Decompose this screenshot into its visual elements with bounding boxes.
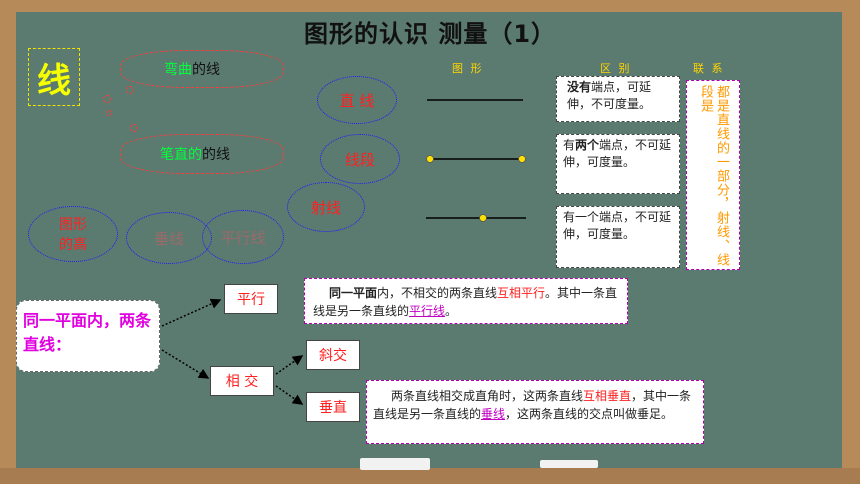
cloud-curved (120, 50, 284, 88)
arrow-to-oblique (275, 355, 304, 375)
parallel-def-b: 内，不相交的两条直线 (377, 286, 498, 300)
parallel-def-a: 同一平面 (329, 286, 378, 300)
ellipse-ray-label: 射线 (310, 198, 341, 217)
perp-def-d: 垂线 (481, 407, 506, 421)
ellipse-line-label: 直 线 (339, 91, 375, 110)
parallel-def-e: 平行线 (409, 304, 446, 318)
intersect-box[interactable]: 相 交 (210, 366, 274, 396)
figure-drawings (426, 99, 526, 222)
thought-dot (103, 95, 111, 103)
perp-def-e: ，这两条直线的交点叫做垂足。 (505, 407, 674, 421)
ellipse-parallel[interactable]: 平行线 (202, 210, 284, 264)
ellipse-height-label: 图形的高 (59, 217, 87, 253)
ellipse-perpendicular-label: 垂线 (153, 229, 184, 248)
thought-dot (126, 86, 134, 94)
cloud-curved-a: 弯曲 (164, 62, 192, 78)
ray-endpoint (479, 214, 487, 222)
ellipse-segment-label: 线段 (344, 150, 375, 169)
perp-box[interactable]: 垂直 (306, 392, 360, 422)
diff-segment: 有两个端点，不可延伸，可度量。 (556, 134, 680, 194)
arrow-to-parallel (161, 298, 222, 327)
diff-line-b: 端点，可延伸，不可度量。 (567, 80, 652, 111)
chalk-piece-left (360, 458, 430, 470)
parallel-definition: 同一平面内，不相交的两条直线互相平行。其中一条直线是另一条直线的平行线。 (304, 278, 628, 324)
perp-def-a: 两条直线相交成直角时，这两条直线 (391, 389, 584, 403)
ellipse-height[interactable]: 图形的高 (28, 206, 118, 262)
perp-definition: 两条直线相交成直角时，这两条直线互相垂直，其中一条直线是另一条直线的垂线，这两条… (366, 380, 704, 444)
perp-def-b: 互相垂直 (583, 389, 632, 403)
thought-dot (106, 110, 112, 116)
cloud-straight (120, 134, 284, 174)
plane-label: 同一平面内，两条直线： (23, 311, 152, 354)
parallel-box[interactable]: 平行 (224, 284, 278, 314)
ellipse-parallel-label: 平行线 (220, 228, 266, 247)
diff-segment-b: 两个 (575, 138, 600, 152)
relation-text: 都是直线的一部分，射线、线段是 (698, 85, 729, 267)
relation-box: 都是直线的一部分，射线、线段是 (686, 80, 740, 270)
diff-ray-a: 有一个端点，不可延伸，可度量。 (563, 210, 672, 241)
header-relation: 联 系 (693, 62, 725, 75)
ellipse-ray[interactable]: 射线 (287, 182, 365, 232)
cloud-straight-b: 的线 (202, 147, 230, 163)
arrow-to-intersect (161, 349, 210, 379)
diff-line-a: 没有 (567, 80, 592, 94)
chalk-tray (0, 468, 860, 484)
perp-def-c: ，其中一条直线是另一条直线的 (373, 389, 692, 421)
thought-dot (130, 124, 138, 132)
page-title: 图形的认识 测量（1） (303, 20, 557, 48)
topic-char: 线 (28, 48, 80, 106)
diff-line: 没有端点，可延伸，不可度量。 (556, 76, 680, 122)
cloud-curved-b: 的线 (192, 62, 220, 78)
diff-ray: 有一个端点，不可延伸，可度量。 (556, 206, 680, 268)
segment-endpoint-left (426, 155, 434, 163)
parallel-def-c: 互相平行 (497, 286, 546, 300)
parallel-def-d: 。其中一条直线是另一条直线的 (313, 286, 618, 318)
header-difference: 区 别 (600, 62, 632, 75)
parallel-def-f: 。 (445, 304, 458, 318)
ellipse-line[interactable]: 直 线 (317, 76, 397, 124)
diff-segment-a: 有 (563, 138, 576, 152)
cloud-straight-text: 笔直的的线 (160, 144, 230, 164)
arrow-to-perp (275, 385, 304, 405)
header-figure: 图 形 (452, 62, 484, 75)
cloud-straight-a: 笔直的 (160, 147, 202, 163)
plane-label-box: 同一平面内，两条直线： (16, 300, 160, 372)
segment-endpoint-right (518, 155, 526, 163)
ellipse-segment[interactable]: 线段 (320, 134, 400, 184)
chalk-piece-right (540, 460, 598, 468)
cloud-curved-text: 弯曲的线 (164, 59, 220, 79)
oblique-box[interactable]: 斜交 (306, 340, 360, 370)
diff-segment-c: 端点，不可延伸，可度量。 (563, 138, 672, 169)
